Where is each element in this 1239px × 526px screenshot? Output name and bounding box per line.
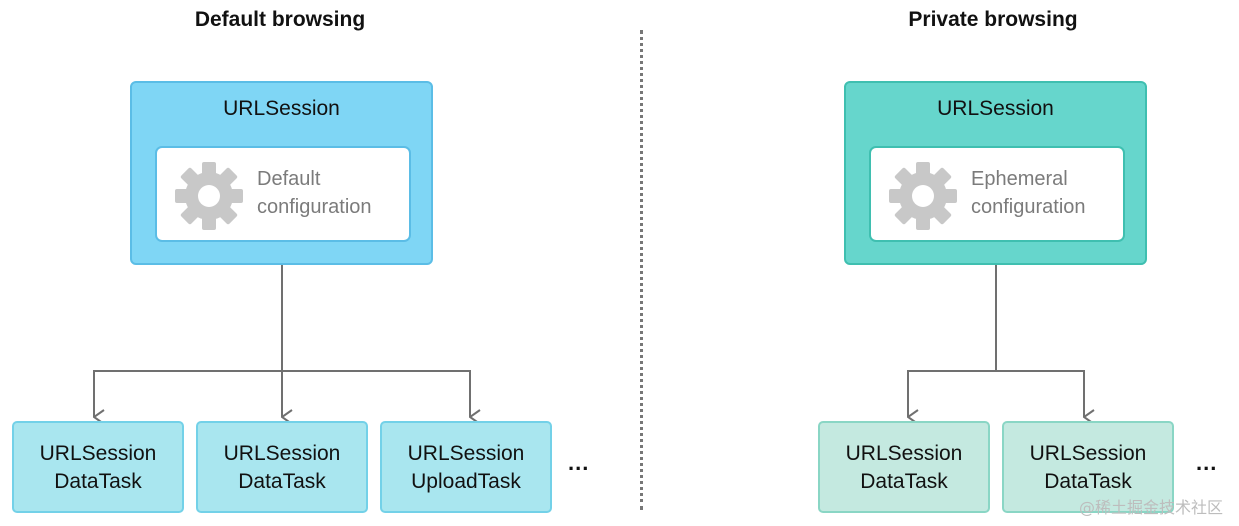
default-tasks-ellipsis: ... — [568, 450, 590, 475]
task-label-line1: URLSession — [845, 442, 963, 465]
ephemeral-branch-line — [907, 370, 1084, 417]
gear-icon — [175, 162, 243, 230]
default-config-label-line1: Default — [257, 168, 321, 190]
task-label-line1: URLSession — [407, 442, 525, 465]
default-task-2: URLSession DataTask — [196, 421, 368, 513]
task-label-line2: UploadTask — [411, 470, 521, 493]
default-configuration-box: Default configuration — [155, 146, 411, 242]
task-label-line2: DataTask — [54, 470, 142, 493]
ephemeral-task-2: URLSession DataTask — [1002, 421, 1174, 513]
default-task-3: URLSession UploadTask — [380, 421, 552, 513]
default-browsing-heading: Default browsing — [194, 8, 366, 31]
ephemeral-tasks-ellipsis: ... — [1196, 450, 1218, 475]
default-task-1: URLSession DataTask — [12, 421, 184, 513]
default-urlsession-box: URLSession Default configuration — [130, 81, 433, 265]
ephemeral-urlsession-box: URLSession Ephemeral configuration — [844, 81, 1147, 265]
default-config-label-line2: configuration — [257, 196, 372, 218]
ephemeral-task-1: URLSession DataTask — [818, 421, 990, 513]
task-label-line1: URLSession — [39, 442, 157, 465]
default-urlsession-title: URLSession — [223, 97, 340, 120]
gear-icon — [889, 162, 957, 230]
task-label-line2: DataTask — [860, 470, 948, 493]
task-label-line1: URLSession — [223, 442, 341, 465]
watermark-text: @稀土掘金技术社区 — [1078, 498, 1223, 517]
task-label-line1: URLSession — [1029, 442, 1147, 465]
task-label-line2: DataTask — [1044, 470, 1132, 493]
ephemeral-config-label-line1: Ephemeral — [971, 168, 1068, 190]
ephemeral-config-label-line2: configuration — [971, 196, 1086, 218]
ephemeral-urlsession-title: URLSession — [937, 97, 1054, 120]
task-label-line2: DataTask — [238, 470, 326, 493]
ephemeral-configuration-box: Ephemeral configuration — [869, 146, 1125, 242]
section-divider — [640, 30, 643, 510]
private-browsing-heading: Private browsing — [908, 8, 1078, 31]
